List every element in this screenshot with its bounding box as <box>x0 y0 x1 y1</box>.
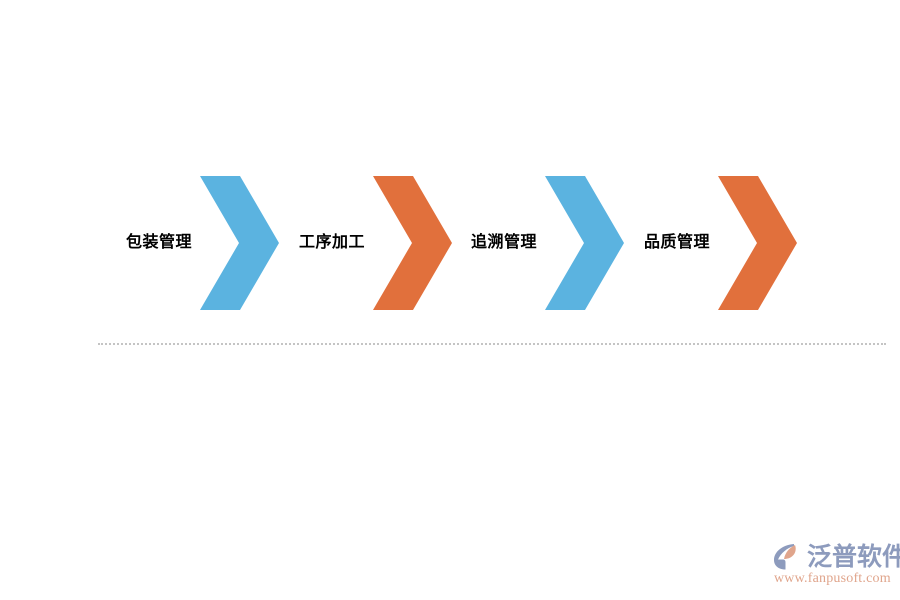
logo-website-url: www.fanpusoft.com <box>774 571 891 586</box>
chevron-arrow-icon-2 <box>373 176 452 310</box>
chevron-arrow-icon-4 <box>718 176 797 310</box>
chevron-arrow-icon-3 <box>545 176 624 310</box>
fanpu-swoosh-logo-icon <box>774 544 796 570</box>
logo-lockup: 泛普软件 <box>772 540 900 572</box>
process-step-4-label: 品质管理 <box>643 234 710 251</box>
logo-company-name: 泛普软件 <box>807 541 900 571</box>
dotted-divider <box>98 343 886 345</box>
process-step-3-label: 追溯管理 <box>470 234 537 251</box>
process-step-2-label: 工序加工 <box>298 234 365 251</box>
process-step-1-label: 包装管理 <box>125 234 192 251</box>
chevron-arrow-icon-1 <box>200 176 279 310</box>
process-flow-diagram: 包装管理 工序加工 追溯管理 品质管理 <box>125 176 797 310</box>
fanpu-watermark-logo: 泛普软件 www.fanpusoft.com <box>772 540 900 588</box>
